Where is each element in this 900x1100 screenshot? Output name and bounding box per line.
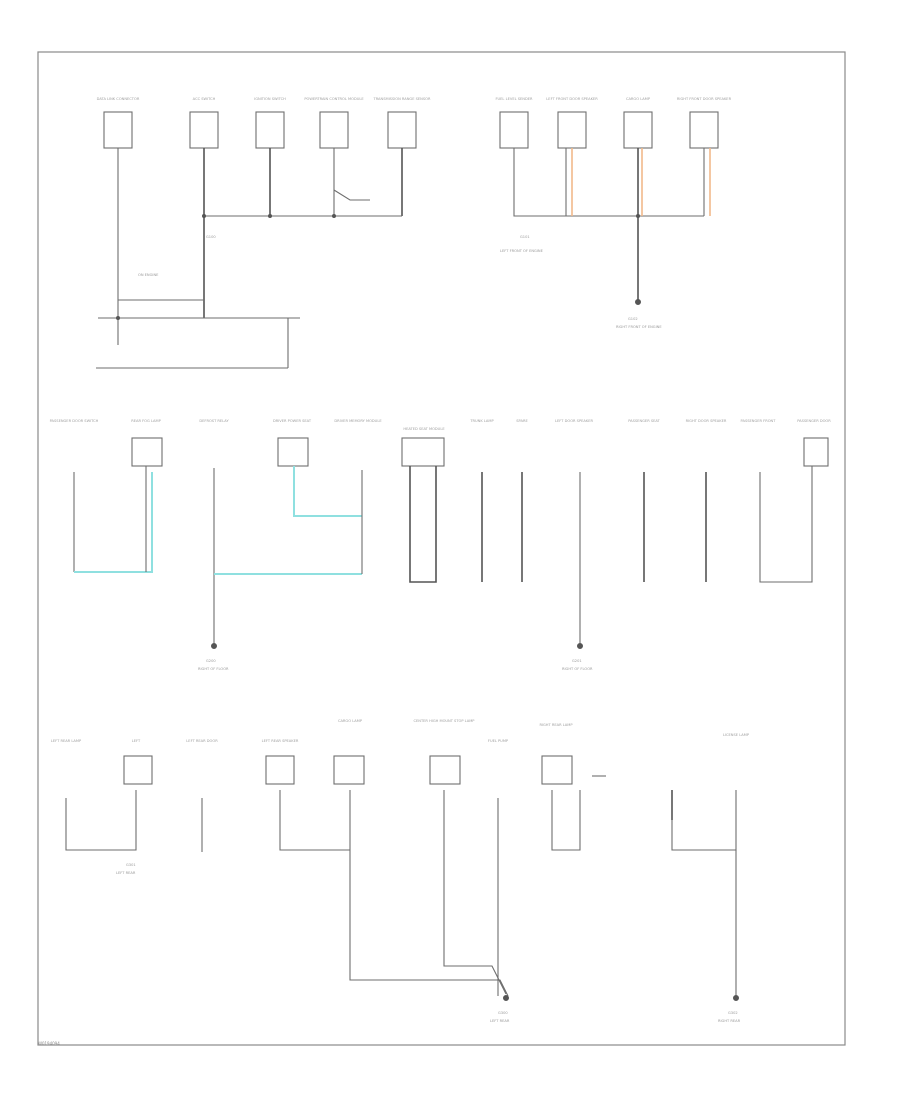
ground-g101-note: LEFT FRONT OF ENGINE (500, 249, 544, 253)
label-ldoor: LEFT DOOR SPEAKER (555, 419, 593, 423)
label-heated: HEATED SEAT MODULE (403, 427, 445, 431)
component-acc (189, 111, 219, 149)
component-fuel (499, 111, 529, 149)
ground-g300-symbol (503, 995, 509, 1001)
label-dr-mem: DRIVER MEMORY MODULE (334, 419, 382, 423)
label-acc: ACC SWITCH (193, 97, 216, 101)
wire-s1-6 (96, 299, 300, 369)
ground-g200-note: RIGHT OF FLOOR (198, 667, 229, 671)
label-defrost: DEFROST RELAY (199, 419, 229, 423)
component-trans (387, 111, 417, 149)
label-lf: LEFT (132, 739, 141, 743)
ground-g201-symbol (577, 643, 583, 649)
wire-s1-7 (513, 148, 704, 217)
component-pcm (319, 111, 349, 149)
ground-g200-symbol (211, 643, 217, 649)
wire-s2-1c (74, 472, 153, 573)
wire-s3-1 (65, 790, 137, 851)
label-cargo3: CARGO LAMP (338, 719, 363, 723)
ground-g102-symbol (635, 299, 641, 305)
ground-g300-note: LEFT REAR (490, 1019, 510, 1023)
component-center (429, 755, 461, 785)
ground-g102-label: G102 (628, 317, 638, 321)
label-lfdoor: LEFT FRONT DOOR SPEAKER (546, 97, 598, 101)
section-2: PASSENGER DOOR SWITCH REAR FOG LAMP DEFR… (50, 419, 832, 671)
ground-g301-label: G301 (126, 863, 136, 867)
component-cargo1 (623, 111, 653, 149)
component-ign (255, 111, 285, 149)
label-rdoor: RIGHT DOOR SPEAKER (686, 419, 727, 423)
ground-g201-label: G201 (572, 659, 582, 663)
label-rfdoor: RIGHT FRONT DOOR SPEAKER (677, 97, 732, 101)
section-3: LEFT REAR LAMP LEFT LEFT REAR DOOR LEFT … (51, 719, 750, 1023)
label-data-link: DATA LINK CONNECTOR (97, 97, 140, 101)
label-rrlamp: RIGHT REAR LAMP (539, 723, 573, 727)
splice-s1-c (332, 214, 336, 218)
splice-s1-b (268, 214, 272, 218)
ground-g102-note: RIGHT FRONT OF ENGINE (616, 325, 662, 329)
label-fuelpump: FUEL PUMP (488, 739, 509, 743)
label-center: CENTER HIGH MOUNT STOP LAMP (414, 719, 476, 723)
label-cargo1: CARGO LAMP (626, 97, 651, 101)
component-heated (401, 437, 445, 467)
ground-g100-label: G100 (206, 235, 216, 239)
ground-g302-symbol (733, 995, 739, 1001)
wire-s3-10 (671, 790, 737, 851)
label-lrspk: LEFT REAR SPEAKER (262, 739, 299, 743)
wire-s2-4c (214, 466, 362, 575)
wire-s1-4 (333, 148, 370, 216)
label-pcm: POWERTRAIN CONTROL MODULE (304, 97, 364, 101)
diagram-frame (37, 51, 846, 1046)
label-pfront: PASSENGER FRONT (741, 419, 777, 423)
label-dr-power: DRIVER POWER SEAT (273, 419, 312, 423)
component-rear-fog (131, 437, 163, 467)
splice-s1-a (202, 214, 206, 218)
component-cargo3 (333, 755, 365, 785)
ground-g201-note: RIGHT OF FLOOR (562, 667, 593, 671)
label-fuel: FUEL LEVEL SENDER (495, 97, 533, 101)
ground-g302-label: G302 (728, 1011, 738, 1015)
wire-s3-4 (349, 790, 509, 997)
component-lfdoor (557, 111, 587, 149)
component-dr-power (277, 437, 309, 467)
component-pdoor (803, 437, 829, 467)
label-passdoor: PASSENGER DOOR SWITCH (50, 419, 99, 423)
splice-s1-d (116, 316, 120, 320)
label-lrear: LEFT REAR LAMP (51, 739, 82, 743)
component-lf (123, 755, 153, 785)
splice-s1-e (636, 214, 640, 218)
wire-s3-7 (551, 790, 581, 851)
label-license: LICENSE LAMP (723, 733, 750, 737)
label-rear-fog: REAR FOG LAMP (131, 419, 161, 423)
ground-g302-note: RIGHT REAR (718, 1019, 741, 1023)
label-spare: SPARE (516, 419, 528, 423)
component-rfdoor (689, 111, 719, 149)
component-data-link (103, 111, 133, 149)
ground-g200-label: G200 (206, 659, 216, 663)
wire-s2-11 (759, 466, 813, 583)
ground-g100-note: ON ENGINE (138, 273, 159, 277)
wire-s3-5 (443, 790, 507, 995)
ground-g300-label: G300 (498, 1011, 508, 1015)
wire-s3-3 (279, 790, 350, 851)
section-1: DATA LINK CONNECTOR ACC SWITCH IGNITION … (96, 97, 732, 369)
label-trunk: TRUNK LAMP (469, 419, 494, 423)
label-pass: PASSENGER SEAT (628, 419, 660, 423)
component-rrlamp (541, 755, 573, 785)
wire-s2-5 (409, 466, 437, 583)
component-lrspk (265, 755, 295, 785)
label-trans: TRANSMISSION RANGE SENSOR (373, 97, 431, 101)
label-lrdoor: LEFT REAR DOOR (186, 739, 218, 743)
label-pdoor: PASSENGER DOOR (797, 419, 831, 423)
diagram-code: W0194094 (38, 1041, 60, 1046)
label-ign: IGNITION SWITCH (254, 97, 286, 101)
ground-g101-label: G101 (520, 235, 530, 239)
ground-g301-note: LEFT REAR (116, 871, 136, 875)
